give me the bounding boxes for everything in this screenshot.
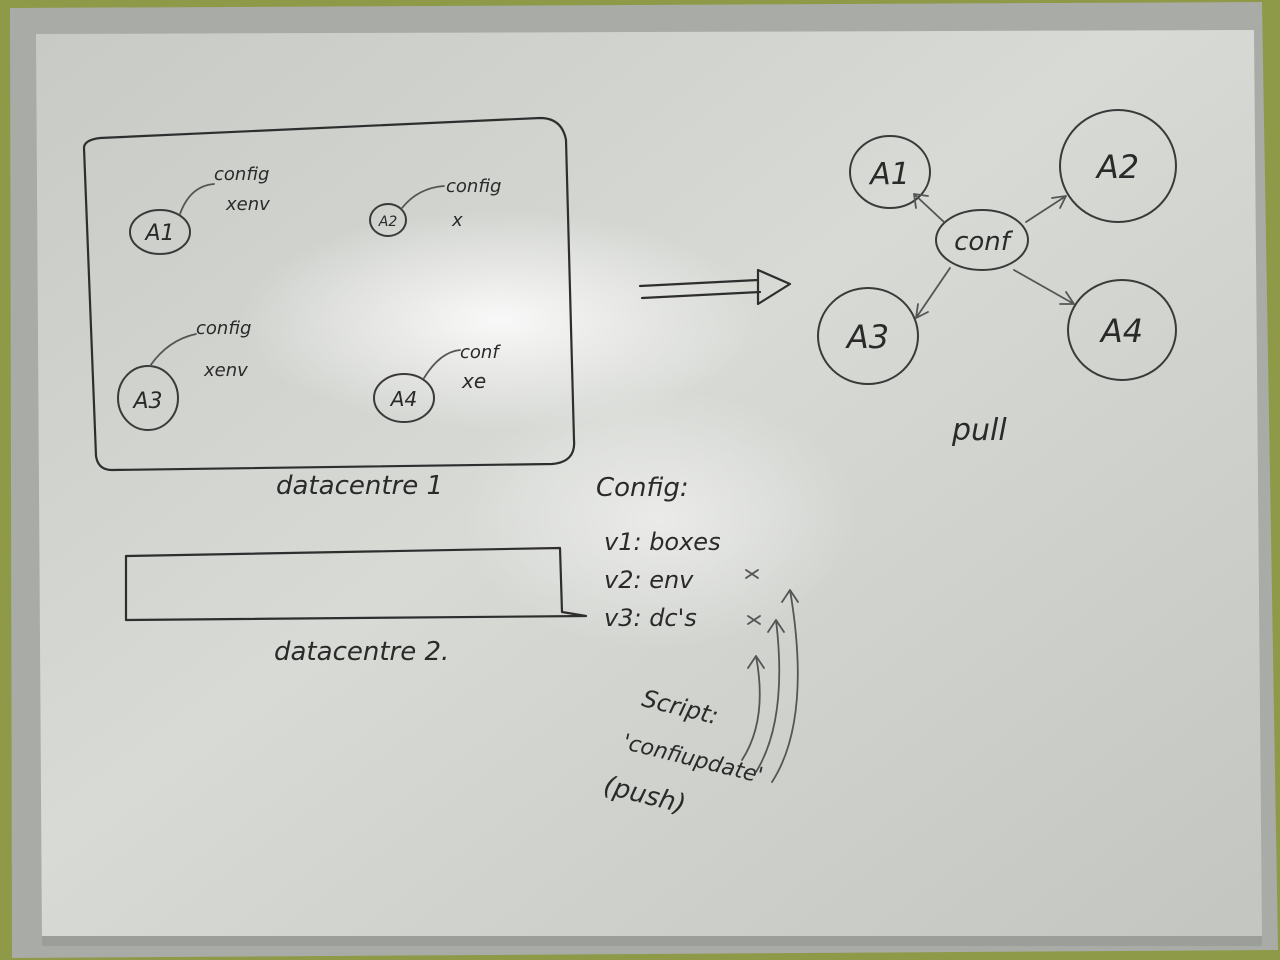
pull-node-a1-label: A1	[868, 157, 910, 192]
pull-node-a4-label: A4	[1099, 312, 1143, 350]
dc1-node-a4	[373, 373, 435, 423]
dc1-node-a2	[369, 203, 407, 237]
dc1-node-a4-label: A4	[389, 387, 417, 411]
dc1-a4-connector	[423, 349, 461, 379]
arrow-to-a4	[1013, 269, 1075, 305]
dc1-node-a3-label: A3	[131, 389, 162, 414]
pull-node-a1	[849, 135, 931, 209]
pull-diagram: conf A1 A2 A3 A4 pull	[817, 109, 1177, 448]
arrow-to-a3	[915, 267, 951, 319]
light-glare	[240, 210, 760, 430]
dc1-node-a1	[129, 209, 191, 255]
config-item-v2: v2: env	[604, 566, 694, 594]
pull-node-a3	[817, 287, 919, 385]
arrow-to-a1	[913, 193, 945, 223]
dc1-a3-connector	[149, 333, 197, 367]
light-glare	[460, 390, 860, 650]
datacentre-1-label: datacentre 1	[276, 471, 443, 501]
pull-node-a4	[1067, 279, 1177, 381]
implies-arrow	[638, 268, 792, 306]
dc1-a4-note-2: xe	[461, 369, 486, 393]
config-item-v3: v3: dc's	[604, 604, 697, 632]
pull-center-node	[935, 209, 1029, 271]
dc1-a3-note-1: config	[196, 318, 251, 339]
pull-node-a2-label: A2	[1095, 148, 1139, 186]
datacentre-2-label: datacentre 2.	[274, 637, 449, 667]
datacentre-2-group: datacentre 2.	[124, 546, 588, 667]
arrow-to-a2	[1025, 195, 1067, 223]
datacentre-1-box	[82, 116, 576, 472]
dc1-a1-connector	[179, 183, 215, 215]
config-heading: Config:	[596, 473, 689, 503]
datacentre-2-box	[124, 546, 588, 622]
pull-node-a2	[1059, 109, 1177, 223]
dc1-a1-note-1: config	[214, 164, 269, 185]
marker-tray	[42, 936, 1262, 946]
pull-node-a3-label: A3	[845, 318, 889, 356]
dc1-node-a3	[117, 365, 179, 431]
push-arrows	[741, 589, 799, 783]
dc1-a1-note-2: xenv	[225, 194, 270, 215]
config-list: Config: v1: boxes v2: env v3: dc's	[596, 473, 761, 632]
dc1-node-a2-label: A2	[378, 214, 398, 230]
pull-center-label: conf	[954, 227, 1014, 257]
config-item-v1: v1: boxes	[604, 528, 721, 556]
dc1-a4-note-1: conf	[460, 342, 501, 363]
dc1-a3-note-2: xenv	[203, 360, 248, 381]
dc1-a2-connector	[401, 185, 445, 209]
dc1-a2-note-1: config	[446, 176, 501, 197]
dc1-node-a1-label: A1	[143, 221, 174, 246]
dc1-a2-note-2: x	[451, 210, 463, 231]
datacentre-1-group: A1 config xenv A2 config x A3 config xen…	[82, 116, 576, 501]
pull-caption: pull	[951, 413, 1007, 448]
